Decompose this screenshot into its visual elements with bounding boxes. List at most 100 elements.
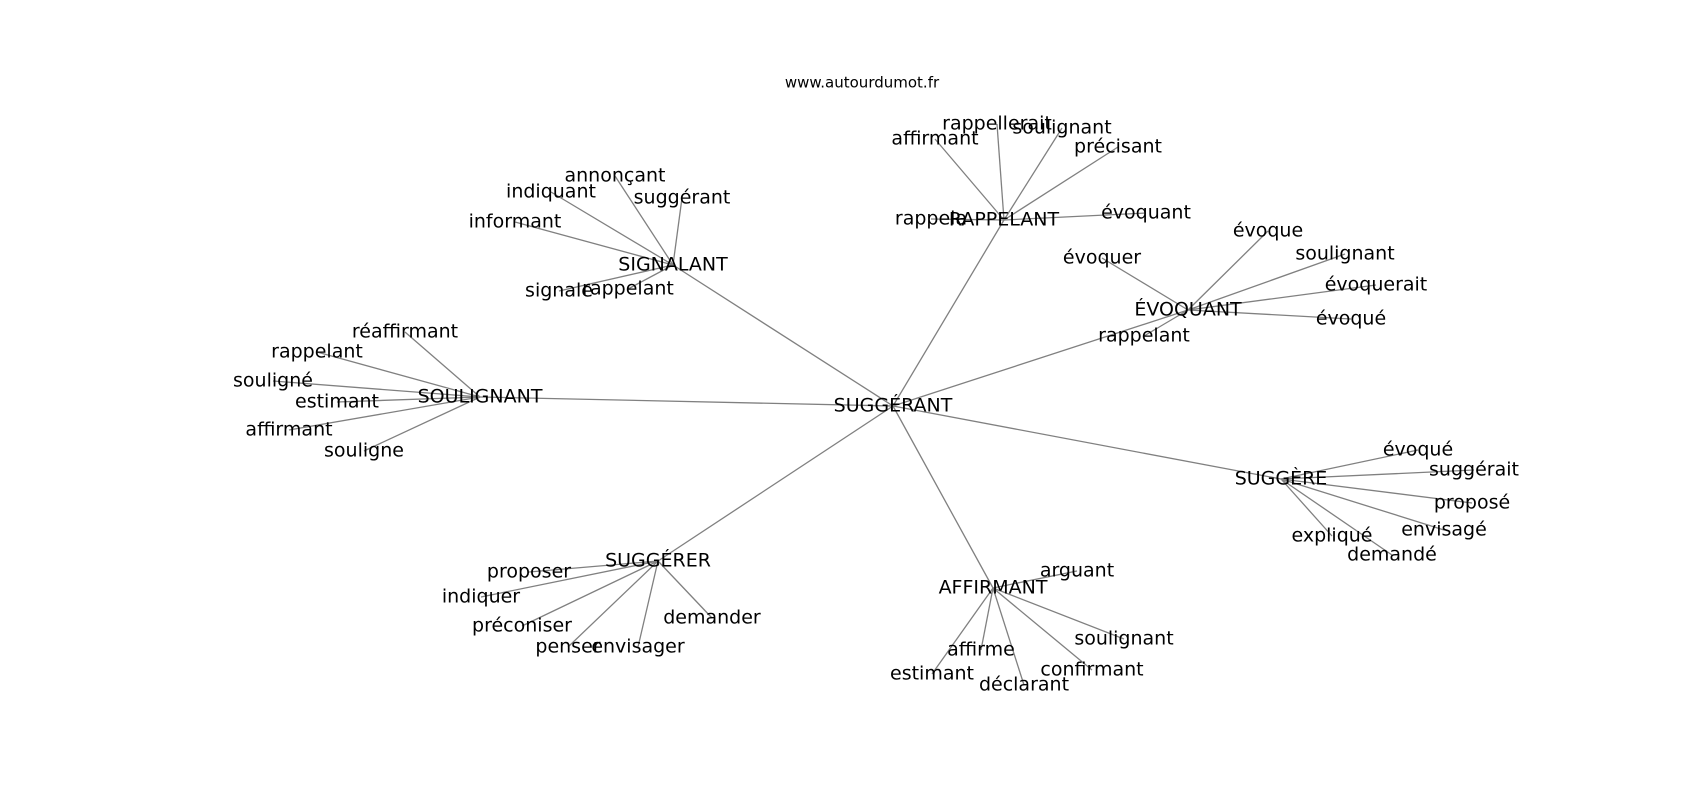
edge-center-to-hub: [892, 405, 1282, 480]
edge-center-to-hub: [892, 309, 1189, 407]
related-word: évoquant: [1101, 202, 1191, 224]
related-word: rappela: [895, 208, 967, 230]
related-word: demandé: [1347, 544, 1437, 566]
edge-hub-to-word: [1003, 146, 1119, 221]
related-word: affirme: [947, 639, 1015, 661]
edge-hub-to-word: [657, 560, 713, 619]
edge-hub-to-word: [1187, 284, 1377, 311]
related-word: arguant: [1040, 560, 1114, 582]
edge-hub-to-word: [1143, 309, 1189, 337]
edge-hub-to-word: [514, 221, 674, 266]
related-word: indiquant: [506, 181, 596, 203]
edge-center-to-hub: [479, 396, 894, 407]
edge-hub-to-word: [672, 197, 683, 266]
related-word: évoquerait: [1325, 274, 1428, 296]
edge-hub-to-word: [930, 218, 1005, 221]
edge-hub-to-word: [567, 560, 659, 648]
edge-center-to-hub: [672, 264, 894, 407]
edge-hub-to-word: [614, 175, 674, 266]
edges: [272, 123, 1475, 686]
edge-hub-to-word: [272, 380, 481, 398]
related-word: réaffirmant: [352, 321, 458, 343]
related-word: souligné: [233, 370, 313, 392]
hub-word: SUGGÈRE: [1235, 467, 1328, 490]
edge-hub-to-word: [363, 396, 481, 452]
center-word: SUGGÉRANT: [834, 394, 953, 417]
related-word: envisager: [591, 636, 685, 658]
edge-hub-to-word: [627, 264, 674, 290]
related-word: évoqué: [1383, 439, 1453, 461]
related-word: souligne: [324, 440, 404, 462]
edge-hub-to-word: [992, 587, 1093, 671]
related-word: rappelant: [271, 341, 363, 363]
edge-hub-to-word: [992, 587, 1125, 640]
edge-hub-to-word: [1003, 212, 1147, 221]
related-word: annonçant: [565, 165, 666, 187]
edge-hub-to-word: [550, 191, 674, 266]
related-word: confirmant: [1040, 659, 1143, 681]
hub-word: SUGGÉRER: [605, 549, 711, 572]
related-word: signale: [525, 280, 593, 302]
related-word: estimant: [295, 391, 379, 413]
edge-center-to-hub: [657, 405, 894, 562]
related-word: affirmant: [245, 419, 332, 441]
related-word: proposé: [1434, 492, 1510, 514]
related-word: évoqué: [1316, 308, 1386, 330]
edge-hub-to-word: [528, 560, 659, 573]
edge-hub-to-word: [1187, 230, 1269, 311]
edge-hub-to-word: [521, 560, 659, 627]
edge-hub-to-word: [288, 396, 481, 431]
related-word: évoquer: [1063, 247, 1141, 269]
related-word: affirmant: [891, 128, 978, 150]
edge-hub-to-word: [934, 138, 1005, 221]
edge-hub-to-word: [637, 560, 659, 648]
related-word: rappelant: [1098, 325, 1190, 347]
edge-hub-to-word: [1003, 127, 1063, 221]
related-word: soulignant: [1295, 243, 1394, 265]
related-word: évoque: [1233, 220, 1303, 242]
source-label: www.autourdumot.fr: [785, 74, 940, 92]
related-word: proposer: [487, 561, 571, 583]
related-word: penser: [535, 636, 600, 658]
edge-hub-to-word: [992, 570, 1078, 589]
related-word: soulignant: [1074, 628, 1173, 650]
edge-hub-to-word: [480, 560, 659, 598]
edge-center-to-hub: [892, 219, 1005, 407]
related-word: suggérait: [1429, 459, 1519, 481]
related-word: précisant: [1074, 136, 1162, 158]
edge-hub-to-word: [1101, 257, 1189, 311]
related-word: informant: [469, 211, 562, 233]
related-word: indiquer: [442, 586, 520, 608]
edge-hub-to-word: [404, 331, 481, 398]
edge-hub-to-word: [558, 264, 674, 292]
edge-hub-to-word: [992, 587, 1025, 686]
hub-word: SIGNALANT: [618, 254, 728, 276]
related-word: déclarant: [979, 674, 1069, 696]
edge-hub-to-word: [1280, 449, 1419, 480]
hub-word: RAPPELANT: [949, 209, 1060, 231]
related-word: rappelant: [582, 278, 674, 300]
hub-word: ÉVOQUANT: [1134, 298, 1242, 321]
edge-hub-to-word: [316, 351, 481, 398]
edge-hub-to-word: [980, 587, 994, 651]
hub-word: SOULIGNANT: [418, 386, 543, 408]
edge-hub-to-word: [336, 396, 481, 403]
edge-hub-to-word: [996, 123, 1005, 221]
related-word: expliqué: [1291, 525, 1372, 547]
related-word: estimant: [890, 663, 974, 685]
related-word: soulignant: [1012, 117, 1111, 139]
related-word: demander: [663, 607, 761, 629]
edge-hub-to-word: [1280, 478, 1393, 556]
related-word: suggérant: [634, 187, 731, 209]
edge-hub-to-word: [1187, 253, 1346, 311]
edge-hub-to-word: [1280, 478, 1473, 504]
edge-hub-to-word: [1280, 469, 1475, 480]
edge-hub-to-word: [1280, 478, 1445, 531]
related-word: rappellerait: [942, 113, 1052, 135]
labels: www.autourdumot.fr SUGGÉRANT SIGNALANT ann…: [233, 74, 1519, 696]
related-word: préconiser: [472, 615, 572, 637]
edge-hub-to-word: [931, 587, 994, 675]
related-word: envisagé: [1401, 519, 1487, 541]
edge-center-to-hub: [892, 405, 994, 589]
